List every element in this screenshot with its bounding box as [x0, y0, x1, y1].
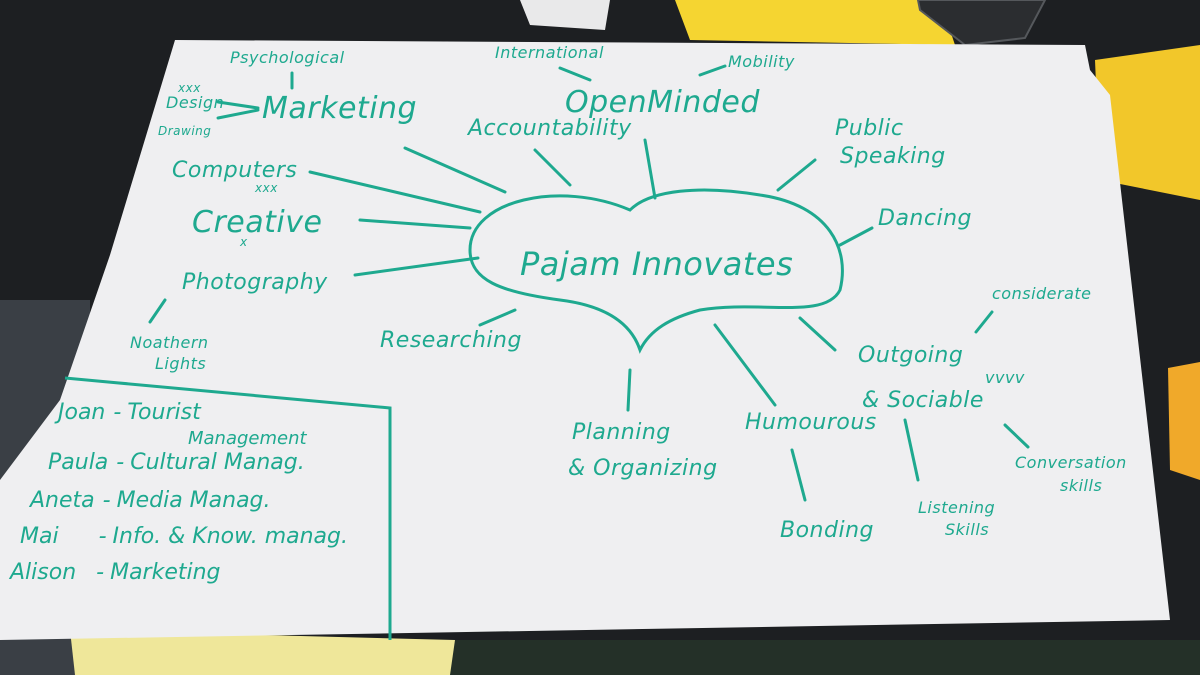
roster-row: Joan-Tourist [58, 400, 201, 425]
center-bubble [468, 188, 844, 354]
node-organizing: & Organizing [568, 456, 718, 481]
node-international: International [495, 43, 604, 62]
roster-row: Paula-Cultural Manag. [48, 450, 305, 475]
roster-row-continued: Management [188, 428, 307, 449]
roster-name: Aneta [30, 488, 95, 513]
node-mobility: Mobility [728, 52, 795, 71]
node-bonding: Bonding [780, 518, 874, 543]
node-photography: Photography [182, 270, 328, 295]
roster-row: Aneta-Media Manag. [30, 488, 271, 513]
sticky-note-right-lower [1168, 362, 1200, 480]
node-conversation-skills: Conversation [1015, 453, 1127, 472]
sticky-note-bottom [70, 630, 455, 675]
roster-name: Paula [48, 450, 109, 475]
roster-name: Alison [10, 560, 77, 585]
node-accountability: Accountability [468, 116, 632, 141]
node-public-speaking-2: Speaking [840, 144, 946, 169]
node-open-minded: OpenMinded [565, 85, 760, 120]
phone [916, 0, 1047, 47]
node-computers: Computers [172, 158, 298, 183]
mark-x-creative: x [240, 235, 248, 249]
roster-name: Joan [58, 400, 106, 425]
node-conversation-skills-2: skills [1060, 476, 1103, 495]
node-humourous: Humourous [745, 410, 877, 435]
node-sociable: & Sociable [862, 388, 984, 413]
roster-role: Cultural Manag. [130, 450, 305, 475]
node-outgoing: Outgoing [858, 343, 964, 368]
roster-row: Mai-Info. & Know. manag. [20, 524, 348, 549]
roster-name: Mai [20, 524, 59, 549]
mark-x-design: xxx [178, 81, 201, 95]
node-researching: Researching [380, 328, 522, 353]
mark-x-computers: xxx [255, 181, 278, 195]
node-listening-skills: Listening [918, 498, 996, 517]
node-creative: Creative [192, 205, 323, 240]
roster-row: Alison-Marketing [10, 560, 221, 585]
node-planning: Planning [572, 420, 671, 445]
mark-ticks-outgoing: vvvv [985, 368, 1025, 387]
sticky-note-top [675, 0, 955, 45]
sticky-note-right [1095, 45, 1200, 200]
paper-scrap [520, 0, 610, 30]
node-dancing: Dancing [878, 206, 972, 231]
node-public-speaking: Public [835, 116, 904, 141]
node-northern-lights-2: Lights [155, 354, 207, 373]
node-design: Design [166, 93, 225, 112]
roster-box [64, 376, 392, 640]
team-roster: Joan-Tourist Management Paula-Cultural M… [10, 400, 395, 640]
node-marketing: Marketing [262, 91, 418, 126]
node-listening-skills-2: Skills [945, 520, 990, 539]
node-northern-lights: Noathern [130, 333, 209, 352]
node-psychological: Psychological [230, 48, 345, 67]
floor-area [420, 640, 1200, 675]
roster-role-continued: Management [188, 428, 307, 449]
roster-role: Info. & Know. manag. [112, 524, 348, 549]
node-considerate: considerate [992, 284, 1092, 303]
node-drawing: Drawing [158, 124, 212, 138]
roster-role: Marketing [110, 560, 221, 585]
center-title: Pajam Innovates [520, 245, 794, 283]
flipchart-paper [0, 40, 1170, 640]
roster-role: Media Manag. [116, 488, 271, 513]
roster-role: Tourist [127, 400, 201, 425]
spokes [148, 64, 1030, 502]
